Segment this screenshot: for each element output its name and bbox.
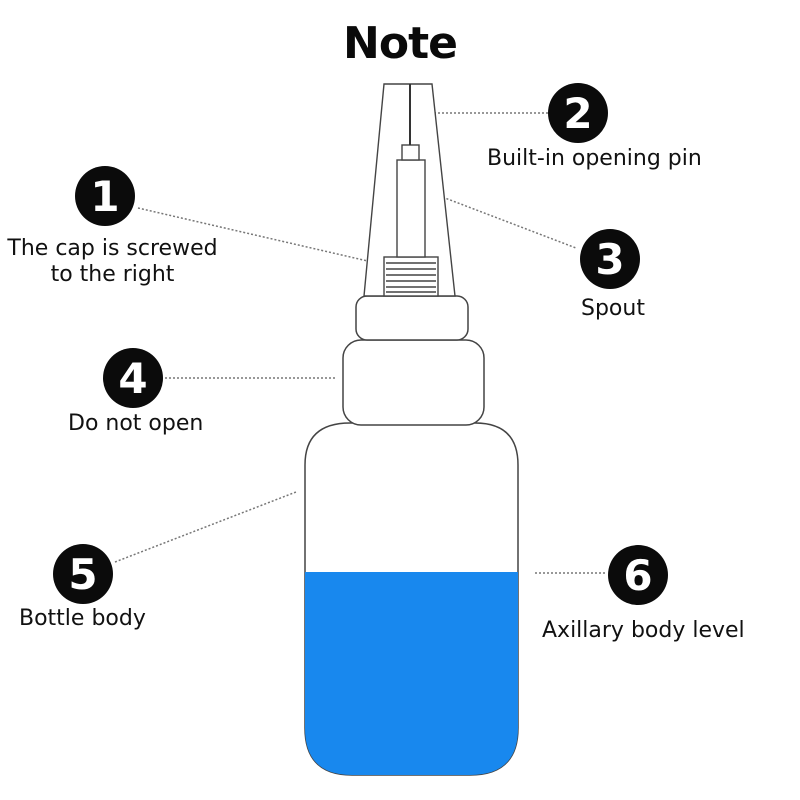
callout-label-1: The cap is screwed to the right: [0, 236, 225, 288]
bottle-body: [304, 422, 519, 776]
page-title: Note: [343, 18, 458, 69]
leader-line-3: [423, 189, 577, 249]
callout-label-1-line-1: The cap is screwed: [7, 236, 218, 261]
leader-line-1: [137, 207, 373, 263]
callout-badge-4: 4: [103, 348, 163, 408]
cap-base: [355, 295, 469, 341]
bottle-shoulder: [342, 339, 485, 426]
callout-badge-2: 2: [548, 83, 608, 143]
spout-tip: [401, 144, 420, 161]
callout-label-5: Bottle body: [19, 606, 146, 631]
thread-collar: [383, 256, 439, 297]
liquid-fill: [305, 572, 518, 775]
callout-badge-3: 3: [580, 229, 640, 289]
callout-badge-6: 6: [608, 545, 668, 605]
leader-line-5: [114, 491, 297, 563]
spout-tube: [396, 159, 426, 258]
callout-badge-5: 5: [53, 544, 113, 604]
callout-label-4: Do not open: [68, 411, 204, 436]
callout-label-3: Spout: [581, 296, 645, 321]
callout-label-1-line-2: to the right: [50, 262, 175, 287]
callout-label-2: Built-in opening pin: [487, 146, 702, 171]
callout-badge-1: 1: [75, 166, 135, 226]
callout-label-6: Axillary body level: [542, 618, 745, 643]
